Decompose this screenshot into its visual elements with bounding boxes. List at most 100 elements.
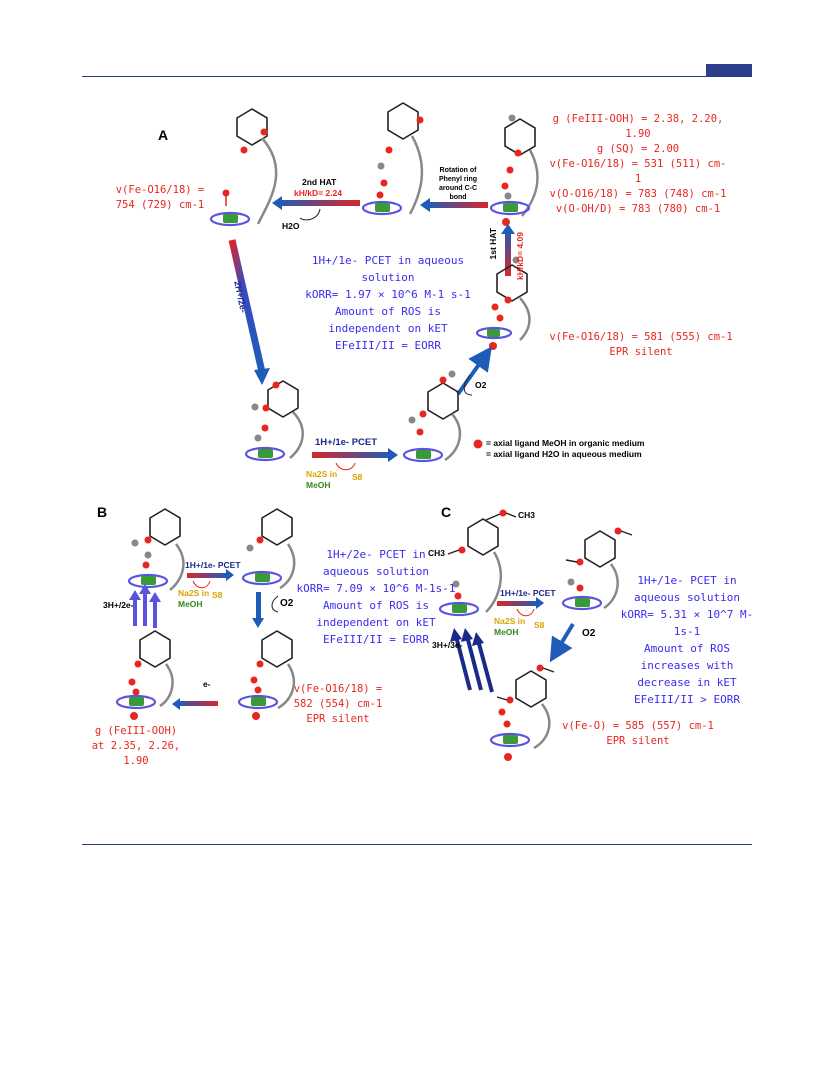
species-a-bottom-left — [244, 380, 304, 462]
species-a-bottom-middle — [402, 370, 462, 463]
a-param-nu-feo: v(Fe-O16/18) = 531 (511) cm-1 — [549, 158, 727, 185]
a-superoxo-nu: v(Fe-O16/18) = 581 (555) cm-1 — [549, 331, 733, 343]
a-superoxo-params: v(Fe-O16/18) = 581 (555) cm-1 EPR silent — [546, 330, 736, 360]
c-superoxo-params: v(Fe-O) = 585 (557) cm-1 EPR silent — [548, 719, 728, 749]
b-pcet-arrow-label: 1H+/1e- PCET — [185, 560, 241, 570]
a-left-nu-line1: v(Fe-O16/18) = — [115, 184, 205, 196]
c-three-h: 3H+/3e- — [432, 640, 463, 650]
b-hydro-g: g (FeIII-OOH) — [94, 725, 178, 737]
c-superoxo-nu: v(Fe-O) = 585 (557) cm-1 — [562, 720, 714, 732]
c-superoxo-epr: EPR silent — [606, 735, 670, 747]
a-kie-second: kH/kD= 2.24 — [294, 188, 342, 198]
a-pcet-arrow-label: 1H+/1e- PCET — [315, 437, 378, 448]
c-center-l4: Amount of ROS — [643, 642, 731, 655]
a-legend-h2o: = axial ligand H2O in aqueous medium — [486, 449, 642, 459]
panel-label-c: C — [441, 504, 452, 520]
a-center-l2: solution — [361, 271, 415, 284]
b-hydro-g-vals: at 2.35, 2.26, — [91, 740, 181, 752]
arrow-1st-hat — [505, 230, 511, 276]
species-c-right — [561, 527, 633, 611]
c-pcet-arrow-label: 1H+/1e- PCET — [500, 588, 556, 598]
c-center-l1: 1H+/1e- PCET in — [637, 574, 737, 587]
species-b-bottom-right — [237, 630, 296, 720]
arrow-o2-b — [256, 592, 261, 622]
b-hydro-g-last: 1.90 — [123, 755, 149, 767]
c-center-l6: decrease in kET — [637, 676, 737, 689]
a-rotation-l3: around C-C — [438, 185, 478, 192]
a-rotation-l2: Phenyl ring — [438, 176, 478, 183]
a-center-l5: independent on kET — [328, 322, 448, 335]
arrow-2h-2e — [228, 239, 266, 373]
a-water: H2O — [282, 221, 300, 231]
c-na2s: Na2S in — [494, 616, 526, 626]
species-a-left — [209, 108, 278, 227]
species-b-bottom-left — [115, 630, 174, 720]
a-center-text: 1H+/1e- PCET in aqueous solution kORR= 1… — [288, 252, 488, 354]
arrows-3h-2e-b — [129, 584, 161, 628]
a-param-g-sq: g (SQ) = 2.00 — [596, 143, 680, 155]
a-na2s: Na2S in — [306, 469, 338, 479]
b-superoxo-epr: EPR silent — [306, 713, 370, 725]
a-s8: S8 — [352, 472, 363, 482]
header-page-tab — [706, 64, 752, 77]
b-hydroperoxo-params: g (FeIII-OOH) at 2.35, 2.26, 1.90 — [80, 724, 192, 769]
species-c-left — [438, 509, 517, 617]
a-left-nu: v(Fe-O16/18) = 754 (729) cm-1 — [100, 183, 220, 213]
b-center-l5: independent on kET — [316, 616, 436, 629]
species-b-top-right — [241, 508, 296, 590]
species-a-right — [489, 114, 539, 226]
arrow-rotation — [428, 202, 488, 208]
b-superoxo-nu: v(Fe-O16/18) = — [293, 683, 383, 695]
b-s8: S8 — [212, 590, 223, 600]
c-ch3-b: CH3 — [428, 548, 446, 558]
c-center-korr: kORR= 5.31 × 10^7 M-1s-1 — [620, 608, 754, 638]
b-three-h: 3H+/2e- — [103, 600, 134, 610]
c-meoh: MeOH — [494, 627, 519, 637]
b-superoxo-params: v(Fe-O16/18) = 582 (554) cm-1 EPR silent — [290, 682, 386, 727]
c-ch3-a: CH3 — [518, 510, 536, 520]
b-center-l1: 1H+/2e- PCET in — [326, 548, 426, 561]
a-rotation-l4: bond — [449, 194, 467, 201]
species-a-superoxo — [475, 256, 531, 350]
a-first-hat: 1st HAT — [488, 228, 498, 260]
arrow-o2-c — [549, 622, 575, 663]
species-c-bottom — [489, 664, 555, 761]
b-meoh: MeOH — [178, 599, 203, 609]
a-legend: = axial ligand MeOH in organic medium = … — [486, 438, 644, 460]
header-rule — [82, 76, 752, 77]
species-a-middle — [361, 102, 424, 216]
arrow-pcet-a — [312, 452, 390, 458]
b-center-text: 1H+/2e- PCET in aqueous solution kORR= 7… — [296, 546, 456, 648]
a-param-g-feooh: g (FeIII-OOH) = 2.38, 2.20, — [552, 113, 724, 125]
a-param-nu-ooh: v(O-OH/D) = 783 (780) cm-1 — [555, 203, 721, 215]
c-center-l2: aqueous solution — [634, 591, 740, 604]
b-center-korr: kORR= 7.09 × 10^6 M-1s-1 — [296, 582, 456, 595]
a-o2: O2 — [475, 380, 487, 390]
b-superoxo-nu-val: 582 (554) cm-1 — [293, 698, 383, 710]
a-rotation-note: Rotation of Phenyl ring around C-C bond — [432, 166, 484, 202]
arrow-electron-b — [178, 701, 218, 706]
c-center-e: EFeIII/II > EORR — [634, 693, 740, 706]
arrow-o2-a — [456, 346, 492, 396]
a-rotation-l1: Rotation of — [439, 167, 477, 174]
c-center-text: 1H+/1e- PCET in aqueous solution kORR= 5… — [612, 572, 762, 708]
arrows-3h-3e-c — [450, 628, 494, 693]
a-center-korr: kORR= 1.97 × 10^6 M-1 s-1 — [305, 288, 471, 301]
a-top-right-params: g (FeIII-OOH) = 2.38, 2.20, 1.90 g (SQ) … — [548, 112, 728, 217]
b-center-e: EFeIII/II = EORR — [323, 633, 429, 646]
b-na2s: Na2S in — [178, 588, 210, 598]
a-param-g-feooh-2: 1.90 — [625, 128, 651, 140]
arrow-pcet-c — [497, 601, 537, 606]
a-legend-meoh: = axial ligand MeOH in organic medium — [486, 438, 645, 448]
a-center-l1: 1H+/1e- PCET in aqueous — [311, 254, 465, 267]
a-second-hat: 2nd HAT — [302, 177, 337, 187]
b-center-l2: aqueous solution — [323, 565, 429, 578]
b-center-l4: Amount of ROS is — [323, 599, 429, 612]
legend-axial-dot — [473, 439, 483, 449]
panel-label-b: B — [97, 504, 108, 520]
a-center-e: EFeIII/II = EORR — [335, 339, 441, 352]
c-center-l5: increases with — [640, 659, 734, 672]
panel-label-a: A — [158, 127, 169, 143]
b-electron: e- — [203, 679, 211, 689]
